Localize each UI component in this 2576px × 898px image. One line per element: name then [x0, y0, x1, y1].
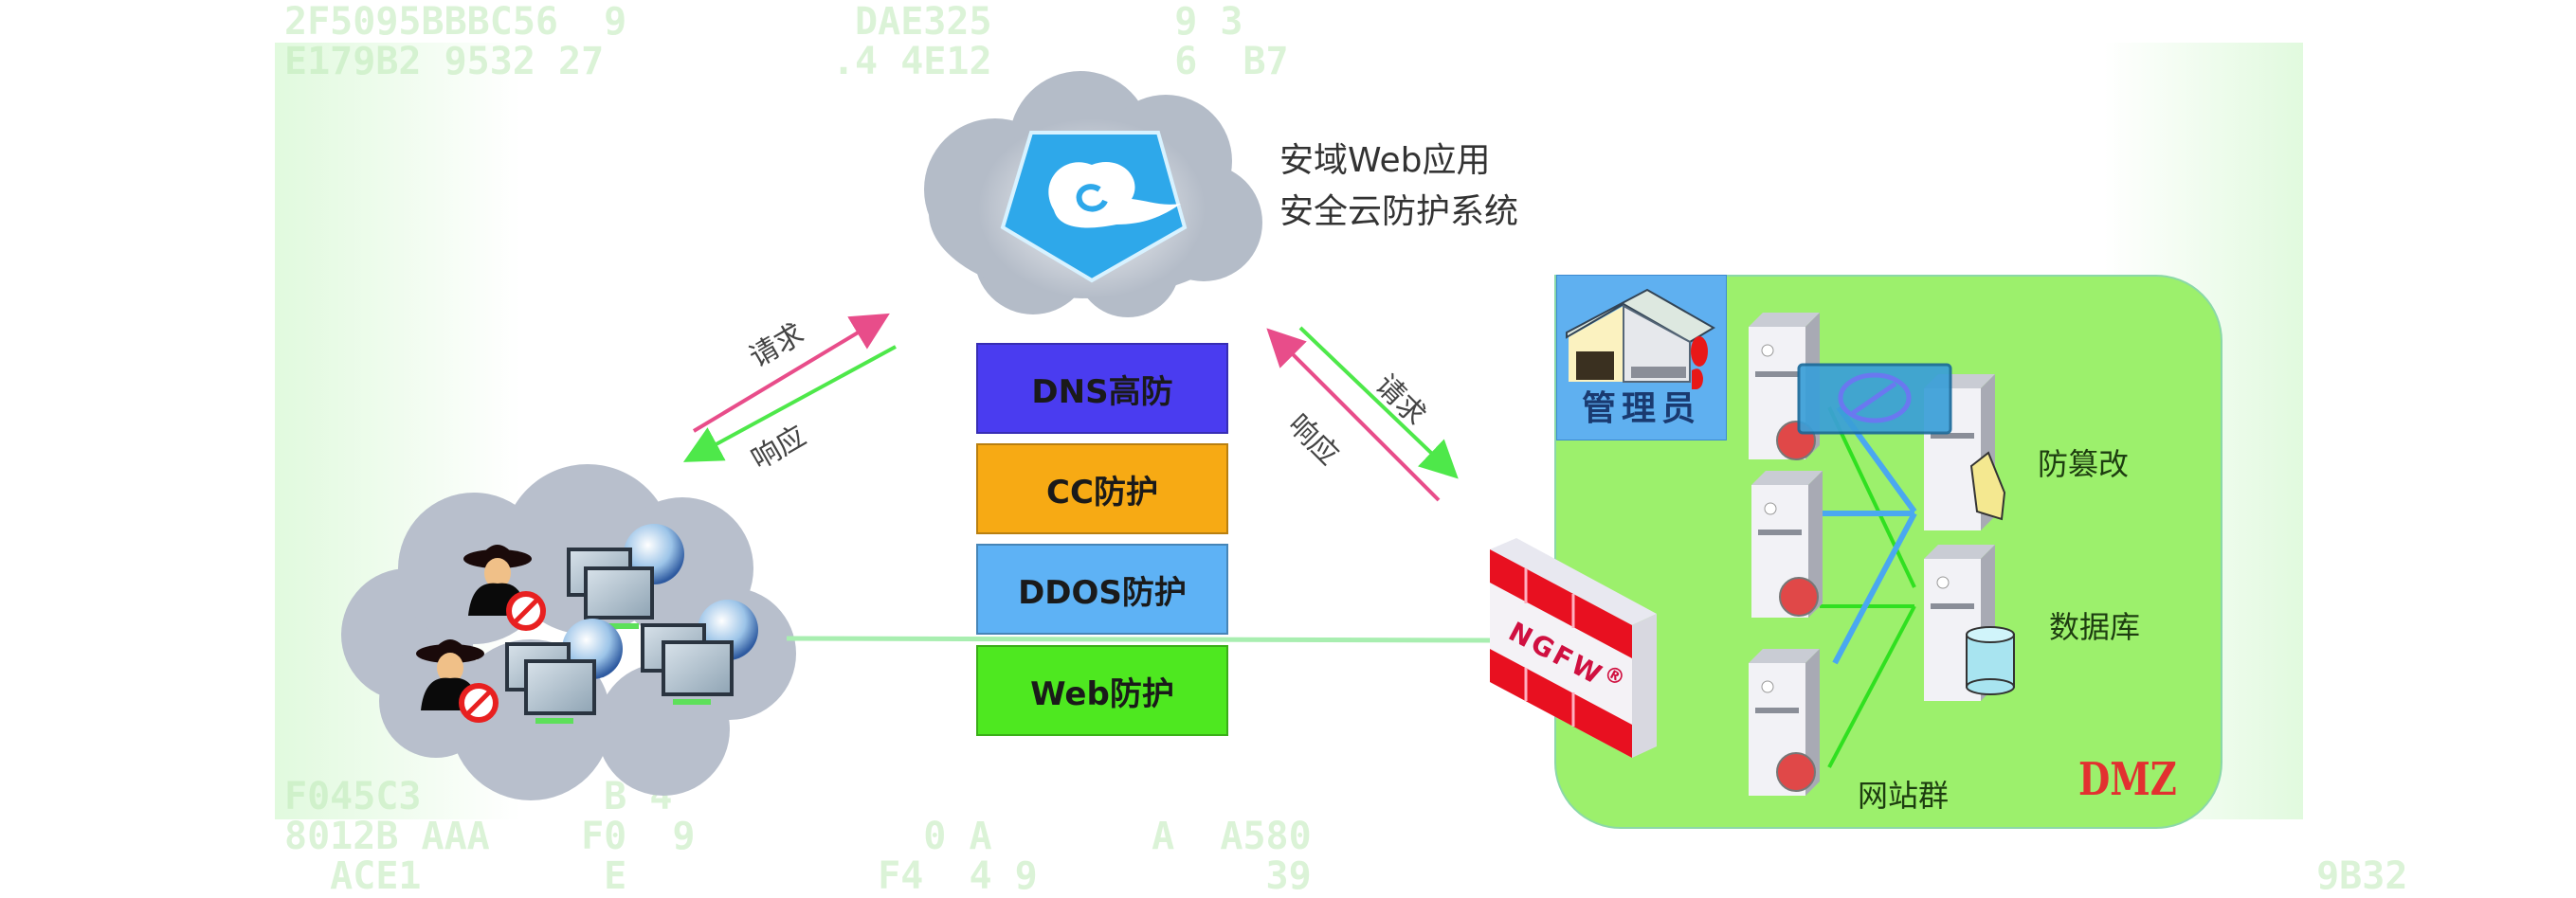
cc-protection-box: CC防护	[976, 443, 1228, 534]
cloud-service-title-line1: 安域Web应用	[1279, 141, 1491, 180]
admin-house-icon	[1566, 288, 1715, 389]
background-hex-text: ACE1 E F4 4 9 39	[284, 854, 1312, 898]
background-hex-text: 2F5095BBBC56 9 DAE325 9 3	[284, 0, 1243, 44]
tamper-protection-label: 防篡改	[2038, 446, 2130, 482]
background-hex-text: E179B2 9532 27 .4 4E12 6 B7	[284, 40, 1289, 83]
computer-group-icon	[505, 619, 623, 724]
firewall-icon	[1490, 538, 1657, 758]
background-hex-text: F045C3 B 4	[284, 775, 992, 818]
admin-box: 管理员	[1556, 275, 1727, 440]
server-icon	[1749, 649, 1820, 796]
swirl-cloud-icon	[1048, 161, 1181, 228]
ddos-protection-box: DDOS防护	[976, 544, 1228, 635]
background-hex-text: 9B32	[2294, 854, 2408, 898]
cloud-service-icon	[924, 71, 1262, 317]
cloud-service-title-line2: 安全云防护系统	[1279, 192, 1519, 231]
background-hex-text: 8012B AAA F0 9 0 A A A580	[284, 815, 1312, 858]
request-arrow-left	[692, 313, 890, 433]
anti-tamper-gateway-icon	[1797, 363, 1952, 435]
response-arrow-left	[682, 345, 897, 462]
website-cluster-label: 网站群	[1858, 778, 1950, 814]
database-label: 数据库	[2049, 609, 2141, 645]
web-protection-label: Web防护	[1030, 674, 1174, 713]
dns-protection-label: DNS高防	[1031, 372, 1173, 411]
computer-group-icon	[641, 600, 758, 705]
request-arrow-right	[1298, 326, 1459, 479]
dns-protection-box: DNS高防	[976, 343, 1228, 434]
database-cylinder-icon	[1966, 626, 2015, 695]
hacker-icon	[416, 639, 499, 723]
cc-protection-label: CC防护	[1046, 473, 1158, 512]
hacker-icon	[463, 545, 546, 631]
server-icon	[1751, 471, 1823, 618]
dmz-tag: DMZ	[2078, 753, 2177, 806]
computer-group-icon	[567, 524, 684, 629]
ddos-protection-label: DDOS防护	[1018, 573, 1187, 612]
database-server-icon	[1924, 545, 2015, 701]
response-arrow-right	[1266, 328, 1441, 502]
admin-label: 管理员	[1581, 389, 1701, 428]
web-protection-box: Web防护	[976, 645, 1228, 736]
network-link-line	[786, 636, 1494, 643]
file-icon	[1969, 451, 2006, 521]
